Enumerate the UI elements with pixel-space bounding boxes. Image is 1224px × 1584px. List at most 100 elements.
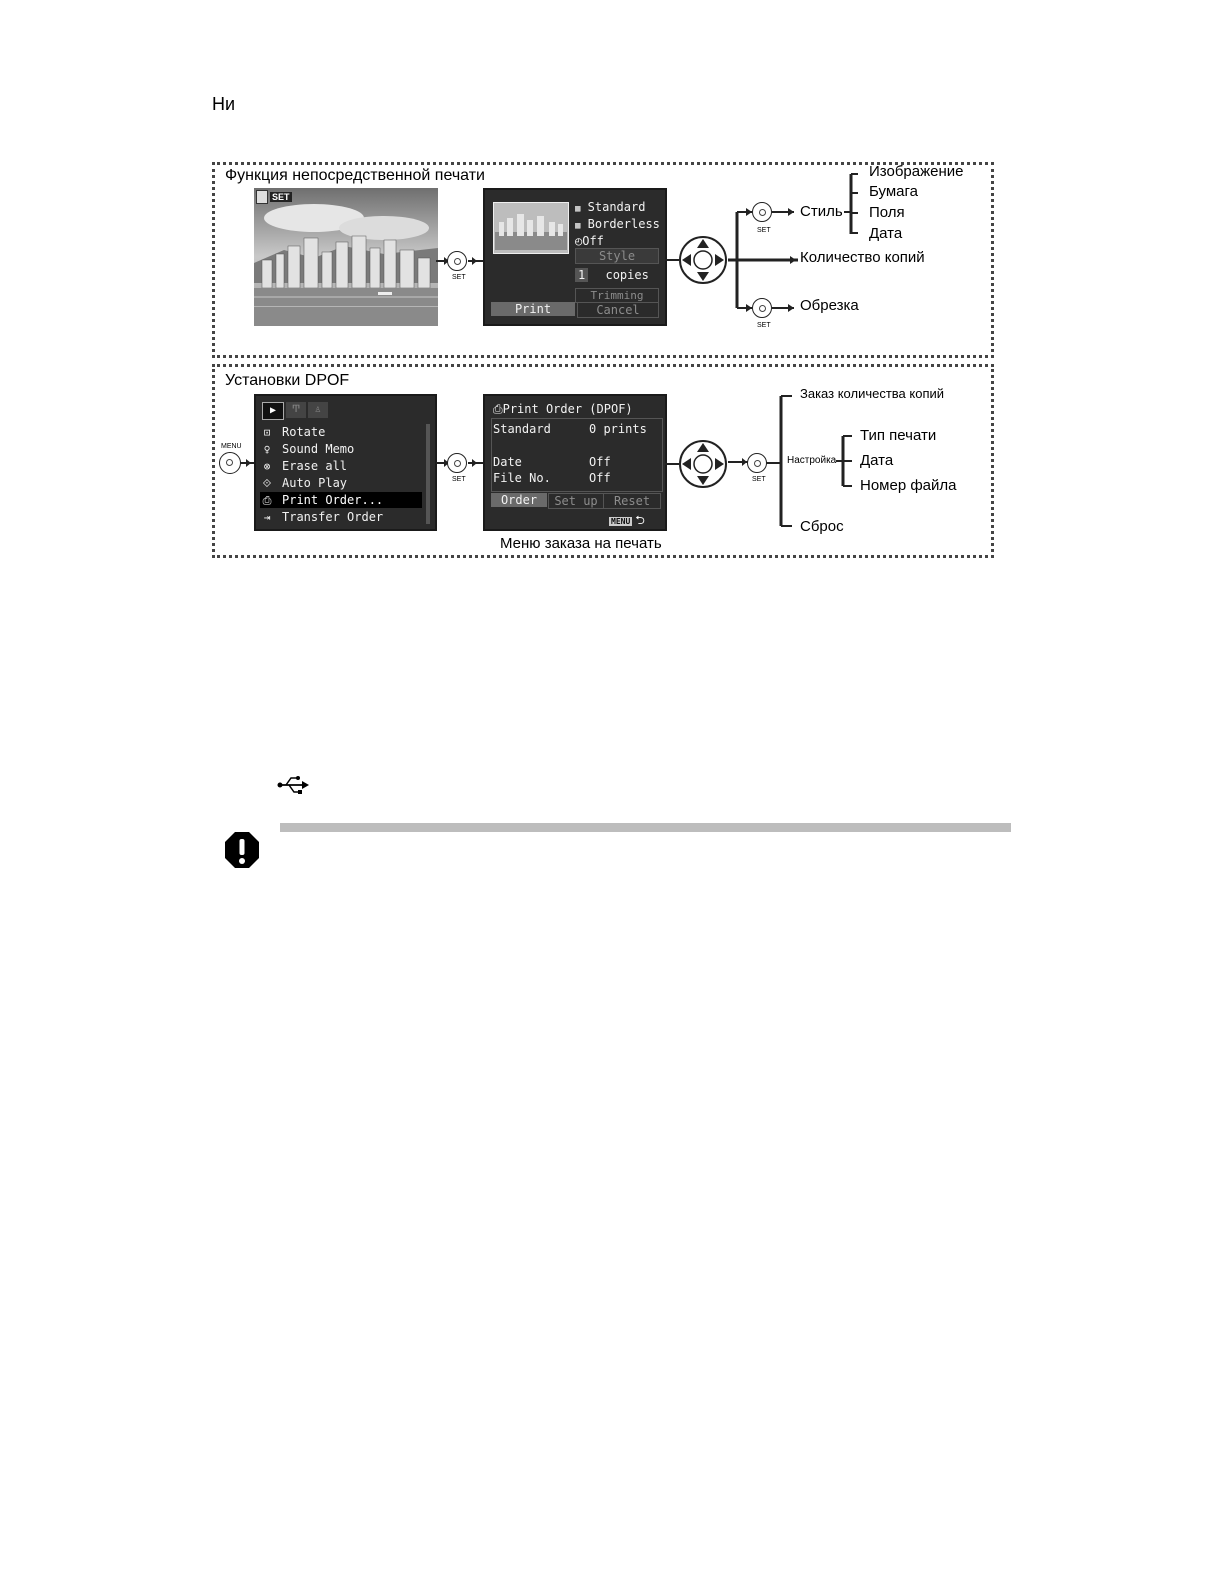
copies-control[interactable]: 1 copies — [575, 268, 649, 282]
row-date-label: Date — [493, 455, 522, 469]
print-order-title: ⎙Print Order (DPOF) — [493, 402, 633, 416]
set-button[interactable] — [447, 251, 467, 271]
row-standard-value: 0 prints — [589, 422, 647, 436]
up-arrow-icon — [697, 239, 709, 248]
style-item-date: Дата — [869, 225, 903, 242]
person-tab-icon[interactable]: ♙ — [308, 402, 328, 418]
auto-play-icon: ⟐ — [262, 477, 272, 490]
branch-style: Стиль — [800, 203, 843, 220]
branch-order-copies: Заказ количества копий — [800, 386, 945, 401]
microphone-icon: ♀ — [263, 443, 271, 456]
set-button-trim-label: SET — [757, 322, 771, 329]
tools-tab-icon[interactable]: Ͳ — [286, 402, 306, 418]
style-bracket — [844, 173, 858, 234]
tab-set-up[interactable]: Set up — [548, 493, 604, 509]
menu-tabs: ▶ Ͳ ♙ — [262, 402, 328, 420]
dpof-title: Установки DPOF — [225, 372, 350, 389]
menu-scrollbar[interactable] — [426, 424, 430, 524]
page-fragment-text: Ни — [212, 94, 236, 114]
right-arrow-icon — [715, 458, 724, 470]
branch-copies: Количество копий — [800, 249, 925, 266]
print-order-screen: ⎙Print Order (DPOF) Standard 0 prints Da… — [483, 394, 667, 531]
rotate-icon: ⊡ — [263, 426, 271, 439]
flow-arrow-photo-to-set — [436, 257, 484, 265]
menu-item-sound-memo[interactable]: ♀Sound Memo — [260, 441, 355, 457]
menu-item-transfer-order[interactable]: ⇥Transfer Order — [260, 509, 383, 525]
branch-setup: Настройка — [787, 455, 837, 466]
set-button-style-label: SET — [757, 227, 771, 234]
set-button-dpof-2-label: SET — [752, 476, 766, 483]
direct-print-branch-lines — [728, 208, 798, 312]
direct-print-panel — [212, 162, 994, 358]
left-arrow-icon — [682, 458, 691, 470]
menu-back-hint: MENU ⮌ — [609, 511, 645, 532]
menu-item-print-order[interactable]: ⎙Print Order... — [260, 492, 422, 508]
print-set-badge: SET — [256, 190, 292, 204]
flow-arrow-menu — [240, 459, 254, 467]
row-file-no-label: File No. — [493, 471, 551, 485]
up-arrow-icon — [697, 443, 709, 452]
usb-icon — [277, 776, 309, 794]
transfer-icon: ⇥ — [263, 511, 271, 524]
set-button-dpof-label: SET — [452, 476, 466, 483]
branch-reset: Сброс — [800, 518, 844, 535]
thumbnail-image — [493, 202, 569, 254]
set-button-trim[interactable] — [752, 298, 772, 318]
back-arrow-icon: ⮌ — [635, 513, 645, 527]
direction-pad-1[interactable] — [665, 234, 731, 286]
row-standard-label: Standard — [493, 422, 551, 436]
down-arrow-icon — [697, 476, 709, 485]
caution-icon — [225, 832, 259, 868]
flow-arrow-pad-to-set — [728, 458, 750, 466]
print-settings-screen: ▦ Standard ▦ Borderless ◴Off Style 1 cop… — [483, 188, 667, 326]
tab-order[interactable]: Order — [491, 493, 547, 507]
set-button-style[interactable] — [752, 202, 772, 222]
trimming-menu-item[interactable]: Trimming — [575, 288, 659, 303]
print-button[interactable]: Print — [491, 302, 575, 316]
copies-label: copies — [605, 268, 649, 282]
style-item-paper: Бумага — [869, 183, 918, 200]
tab-reset[interactable]: Reset — [603, 493, 661, 509]
dpof-panel — [212, 364, 994, 558]
style-item-image: Изображение — [869, 163, 964, 180]
print-order-caption: Меню заказа на печать — [500, 535, 662, 552]
branch-trim: Обрезка — [800, 297, 859, 314]
row-date-value: Off — [589, 455, 611, 469]
direction-pad-2[interactable] — [665, 438, 731, 490]
row-file-no-value: Off — [589, 471, 611, 485]
down-arrow-icon — [697, 272, 709, 281]
copies-value: 1 — [575, 268, 589, 282]
option-borderless[interactable]: ▦ Borderless — [575, 217, 660, 231]
set-button-dpof[interactable] — [447, 453, 467, 473]
menu-button-label: MENU — [221, 443, 242, 450]
setup-item-print-type: Тип печати — [860, 427, 937, 444]
flow-arrow-menu-to-set — [436, 459, 484, 467]
printer-icon: ⎙ — [262, 494, 272, 507]
city-photo — [254, 188, 438, 326]
set-button-label: SET — [452, 274, 466, 281]
menu-item-auto-play[interactable]: ⟐Auto Play — [260, 475, 347, 491]
style-item-borders: Поля — [869, 204, 905, 221]
setup-item-date: Дата — [860, 452, 894, 469]
left-arrow-icon — [682, 254, 691, 266]
dpof-branch-lines — [766, 395, 852, 527]
option-standard[interactable]: ▦ Standard — [575, 200, 646, 214]
play-tab-icon[interactable]: ▶ — [262, 402, 284, 420]
set-button-dpof-2[interactable] — [747, 453, 767, 473]
printer-icon: ⎙ — [493, 402, 503, 416]
play-menu-screen: ▶ Ͳ ♙ ⊡Rotate ♀Sound Memo ⊗Erase all ⟐Au… — [254, 394, 437, 531]
style-menu-item[interactable]: Style — [575, 248, 659, 264]
menu-item-erase-all[interactable]: ⊗Erase all — [260, 458, 347, 474]
cancel-button[interactable]: Cancel — [577, 302, 659, 318]
order-info-box — [491, 418, 663, 492]
menu-button[interactable] — [219, 452, 241, 474]
clock-icon: ◴ — [575, 234, 583, 248]
option-off[interactable]: ◴Off — [575, 234, 604, 248]
menu-item-rotate[interactable]: ⊡Rotate — [260, 424, 326, 440]
right-arrow-icon — [715, 254, 724, 266]
section-divider — [280, 823, 1011, 832]
trash-icon: ⊗ — [263, 460, 271, 473]
print-options-list: ▦ Standard ▦ Borderless ◴Off — [575, 200, 660, 249]
direct-print-title: Функция непосредственной печати — [225, 167, 485, 184]
setup-item-file-number: Номер файла — [860, 477, 957, 494]
